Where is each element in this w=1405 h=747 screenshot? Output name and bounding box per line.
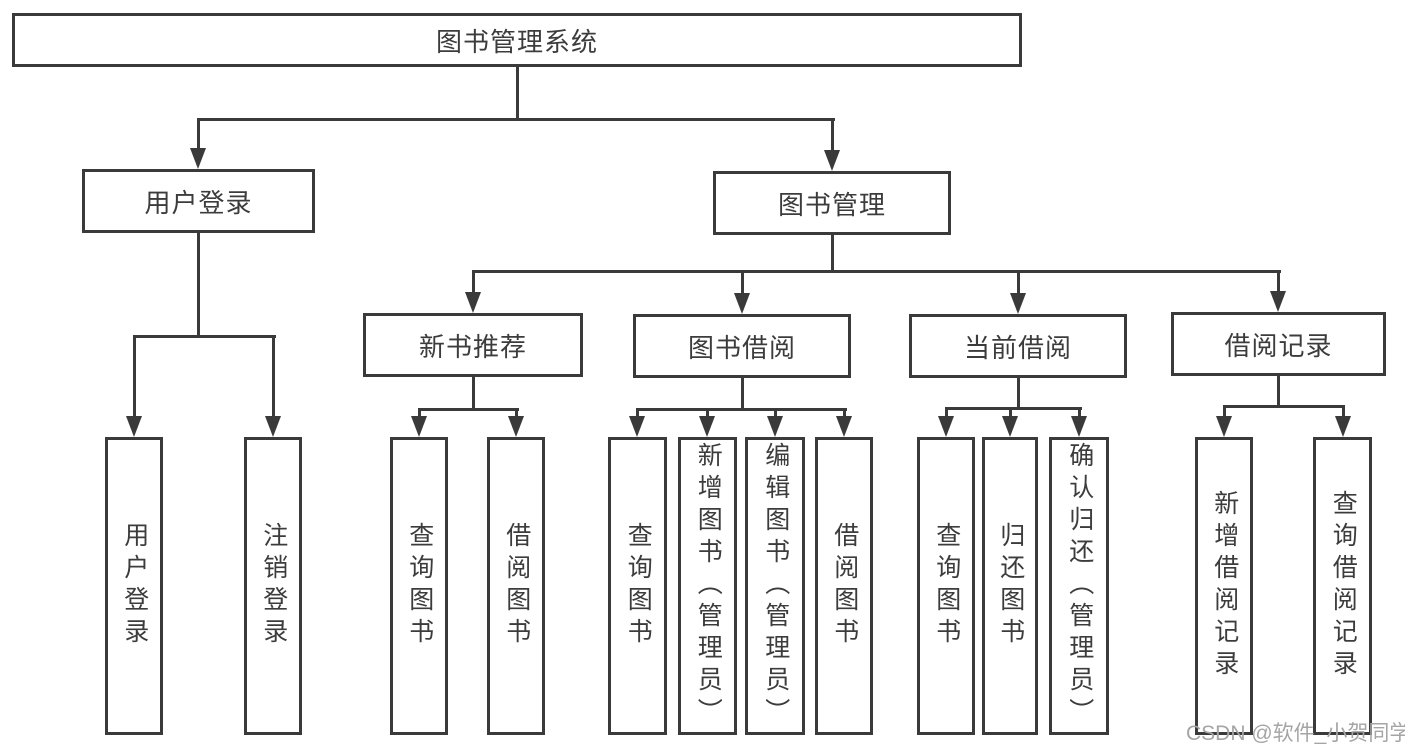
node-current-borrow-label: 当前借阅 bbox=[963, 332, 1072, 363]
arrowhead-new-books bbox=[465, 292, 481, 313]
node-borrow-records-label: 借阅记录 bbox=[1224, 330, 1333, 361]
arrowhead-e2 bbox=[1335, 416, 1351, 437]
connector-stem-c1 bbox=[636, 408, 639, 420]
node-root-label: 图书管理系统 bbox=[435, 26, 598, 57]
arrowhead-c3 bbox=[767, 416, 783, 437]
leaf-borrow-query-label: 查询图书 bbox=[624, 522, 653, 650]
connector-stem-d1 bbox=[945, 407, 948, 420]
connector-stem-leaf-logout bbox=[272, 335, 275, 419]
connector-stem-b2 bbox=[515, 408, 518, 420]
leaf-user-login-label: 用户登录 bbox=[120, 522, 149, 650]
node-current-borrow: 当前借阅 bbox=[909, 314, 1127, 378]
leaf-records-query: 查询借阅记录 bbox=[1313, 437, 1372, 735]
connector-stem-c4 bbox=[843, 408, 846, 420]
leaf-current-query-label: 查询图书 bbox=[932, 522, 961, 650]
leaf-current-confirm-admin: 确认归还（管理员） bbox=[1049, 437, 1109, 735]
arrowhead-e1 bbox=[1216, 416, 1232, 437]
leaf-newbooks-borrow: 借阅图书 bbox=[487, 437, 545, 735]
arrowhead-records bbox=[1270, 291, 1286, 312]
connector-stem-leaf-login bbox=[133, 335, 136, 419]
arrowhead-book-mgmt bbox=[824, 150, 840, 171]
arrowhead-user-login bbox=[190, 148, 206, 169]
connector-records-drop bbox=[1277, 376, 1280, 408]
connector-new-books-branch bbox=[418, 408, 519, 411]
leaf-user-login: 用户登录 bbox=[105, 437, 163, 735]
connector-book-borrow-drop bbox=[741, 378, 744, 411]
arrowhead-leaf-login bbox=[126, 416, 142, 437]
connector-book-mgmt-branch bbox=[472, 270, 1281, 273]
node-root: 图书管理系统 bbox=[12, 13, 1022, 67]
leaf-borrow-borrow: 借阅图书 bbox=[815, 437, 873, 735]
arrowhead-d1 bbox=[938, 416, 954, 437]
leaf-records-query-label: 查询借阅记录 bbox=[1329, 490, 1358, 682]
leaf-current-confirm-admin-label: 确认归还（管理员） bbox=[1065, 442, 1094, 730]
connector-stem-e1 bbox=[1223, 405, 1226, 420]
connector-new-books-drop bbox=[472, 377, 475, 411]
node-new-books-label: 新书推荐 bbox=[418, 331, 527, 362]
leaf-current-return: 归还图书 bbox=[982, 437, 1038, 735]
node-book-mgmt-label: 图书管理 bbox=[777, 189, 886, 220]
arrowhead-c4 bbox=[836, 416, 852, 437]
connector-book-mgmt-drop bbox=[831, 235, 834, 273]
leaf-borrow-add-admin: 新增图书（管理员） bbox=[678, 437, 737, 735]
leaf-borrow-add-admin-label: 新增图书（管理员） bbox=[694, 442, 723, 730]
leaf-logout: 注销登录 bbox=[244, 437, 302, 735]
connector-stem-c2 bbox=[706, 408, 709, 420]
node-book-mgmt: 图书管理 bbox=[713, 171, 951, 235]
node-book-borrow: 图书借阅 bbox=[633, 314, 851, 378]
connector-current-drop bbox=[1017, 378, 1020, 410]
arrowhead-d2 bbox=[1002, 416, 1018, 437]
connector-stem-d2 bbox=[1009, 407, 1012, 420]
connector-stem-new-books bbox=[472, 270, 475, 294]
leaf-current-return-label: 归还图书 bbox=[996, 522, 1025, 650]
leaf-borrow-borrow-label: 借阅图书 bbox=[830, 522, 859, 650]
connector-stem-b1 bbox=[418, 408, 421, 420]
arrowhead-borrow bbox=[734, 293, 750, 314]
connector-stem-current bbox=[1017, 270, 1020, 295]
connector-user-login-drop bbox=[197, 233, 200, 338]
leaf-newbooks-query: 查询图书 bbox=[390, 437, 448, 735]
node-book-borrow-label: 图书借阅 bbox=[687, 332, 796, 363]
arrowhead-b2 bbox=[508, 416, 524, 437]
connector-stem-user-login bbox=[197, 118, 200, 151]
arrowhead-current bbox=[1010, 293, 1026, 314]
node-new-books: 新书推荐 bbox=[363, 313, 583, 377]
connector-stem-d3 bbox=[1078, 407, 1081, 420]
csdn-watermark: CSDN @软件_小贺同学 bbox=[1186, 722, 1405, 745]
leaf-borrow-edit-admin: 编辑图书（管理员） bbox=[745, 437, 805, 735]
connector-book-borrow-branch bbox=[636, 408, 847, 411]
connector-stem-borrow bbox=[741, 270, 744, 295]
leaf-newbooks-borrow-label: 借阅图书 bbox=[502, 522, 531, 650]
connector-root-branch bbox=[197, 118, 835, 121]
arrowhead-b1 bbox=[411, 416, 427, 437]
leaf-records-add-label: 新增借阅记录 bbox=[1210, 490, 1239, 682]
connector-stem-records bbox=[1277, 270, 1280, 293]
leaf-borrow-query: 查询图书 bbox=[608, 437, 667, 735]
connector-stem-c3 bbox=[774, 408, 777, 420]
connector-stem-e2 bbox=[1342, 405, 1345, 420]
node-user-login-label: 用户登录 bbox=[144, 187, 253, 218]
connector-current-branch bbox=[945, 407, 1082, 410]
connector-records-branch bbox=[1223, 405, 1345, 408]
arrowhead-c2 bbox=[699, 416, 715, 437]
node-borrow-records: 借阅记录 bbox=[1171, 312, 1386, 376]
connector-user-login-branch bbox=[133, 335, 276, 338]
leaf-borrow-edit-admin-label: 编辑图书（管理员） bbox=[761, 442, 790, 730]
leaf-records-add: 新增借阅记录 bbox=[1195, 437, 1253, 735]
node-user-login: 用户登录 bbox=[82, 169, 315, 233]
connector-root-drop bbox=[516, 67, 519, 119]
arrowhead-d3 bbox=[1071, 416, 1087, 437]
arrowhead-leaf-logout bbox=[265, 416, 281, 437]
arrowhead-c1 bbox=[629, 416, 645, 437]
leaf-newbooks-query-label: 查询图书 bbox=[405, 522, 434, 650]
connector-stem-book-mgmt bbox=[831, 118, 834, 152]
leaf-logout-label: 注销登录 bbox=[259, 522, 288, 650]
leaf-current-query: 查询图书 bbox=[917, 437, 975, 735]
